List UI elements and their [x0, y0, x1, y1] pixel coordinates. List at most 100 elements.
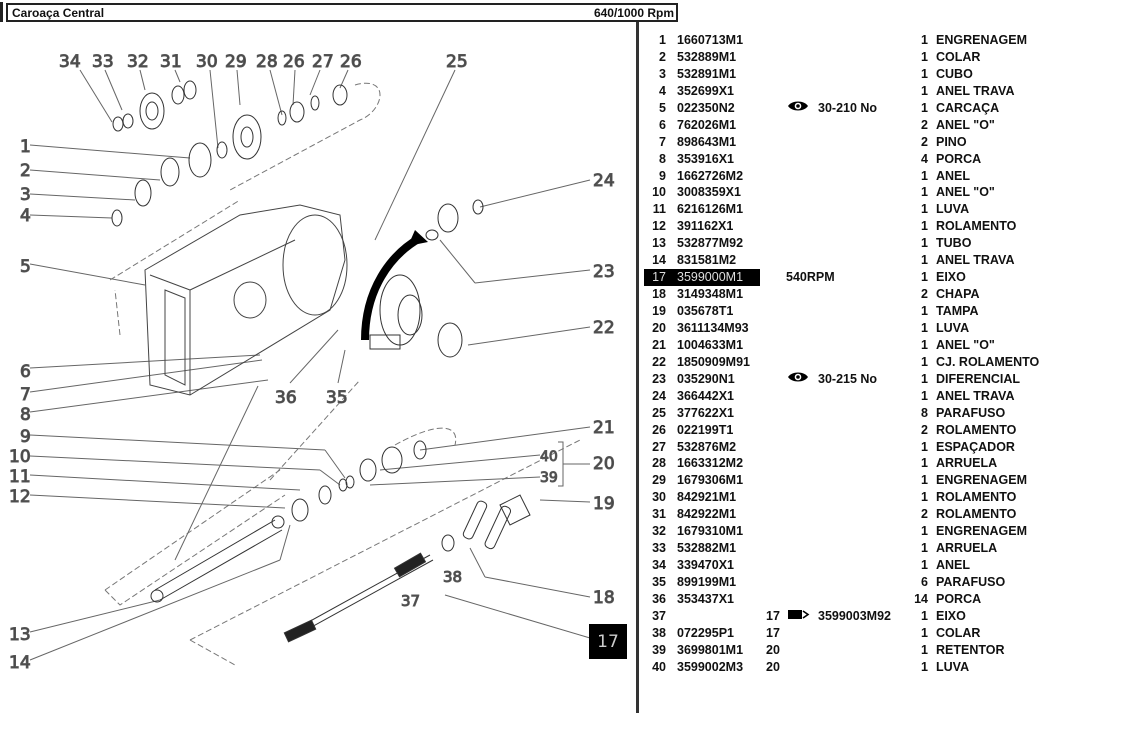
callout-4[interactable]: 4 — [20, 206, 32, 227]
callout-31[interactable]: 31 — [160, 52, 183, 73]
callout-5[interactable]: 5 — [20, 257, 32, 278]
callout-2[interactable]: 2 — [20, 161, 32, 182]
part-number[interactable]: 532876M2 — [677, 439, 737, 454]
replacement-part-number[interactable]: 3599003M92 — [818, 608, 891, 623]
part-number[interactable]: 532889M1 — [677, 49, 737, 64]
callout-28[interactable]: 28 — [256, 52, 279, 73]
part-number[interactable]: 532891M1 — [677, 66, 737, 81]
part-number[interactable]: 1662726M2 — [677, 168, 744, 183]
callout-23[interactable]: 23 — [593, 262, 616, 283]
part-number[interactable]: 339470X1 — [677, 558, 735, 573]
callout-26b[interactable]: 26 — [340, 52, 363, 73]
callout-13[interactable]: 13 — [9, 625, 32, 646]
callout-1[interactable]: 1 — [20, 137, 32, 158]
callout-7[interactable]: 7 — [20, 385, 32, 406]
callout-3[interactable]: 3 — [20, 185, 32, 206]
callout-8[interactable]: 8 — [20, 405, 32, 426]
diagram-reference[interactable]: 30-215 No — [818, 371, 878, 386]
part-number[interactable]: 391162X1 — [677, 219, 734, 234]
part-number[interactable]: 377622X1 — [677, 405, 735, 420]
callout-30[interactable]: 30 — [196, 52, 219, 73]
eye-icon[interactable] — [787, 371, 809, 388]
callout-32[interactable]: 32 — [127, 52, 150, 73]
callout-20[interactable]: 20 — [593, 454, 616, 475]
part-number[interactable]: 898643M1 — [677, 134, 737, 149]
callout-24[interactable]: 24 — [593, 171, 616, 192]
part-number[interactable]: 3699801M1 — [677, 642, 744, 657]
callout-39[interactable]: 39 — [540, 470, 559, 487]
part-number[interactable]: 842921M1 — [677, 490, 737, 505]
callout-37[interactable]: 37 — [401, 592, 421, 611]
callout-25[interactable]: 25 — [446, 52, 469, 73]
part-number[interactable]: 353437X1 — [677, 591, 735, 606]
part-number[interactable]: 022199T1 — [677, 422, 734, 437]
part-number[interactable]: 352699X1 — [677, 83, 735, 98]
part-number[interactable]: 3599000M1 — [677, 270, 744, 285]
part-number[interactable]: 6216126M1 — [677, 202, 744, 217]
part-number[interactable]: 1850909M91 — [677, 354, 750, 369]
callout-40[interactable]: 40 — [540, 449, 559, 466]
part-number[interactable]: 072295P1 — [677, 625, 735, 640]
callout-35[interactable]: 35 — [326, 388, 349, 409]
callout-6[interactable]: 6 — [20, 362, 32, 383]
part-number[interactable]: 899199M1 — [677, 575, 737, 589]
part-number[interactable]: 1679310M1 — [677, 524, 744, 539]
part-number[interactable]: 366442X1 — [677, 388, 735, 403]
callout-19[interactable]: 19 — [593, 494, 616, 515]
callout-10[interactable]: 10 — [9, 447, 32, 468]
callout-33[interactable]: 33 — [92, 52, 115, 73]
part-number[interactable]: 3149348M1 — [677, 287, 744, 302]
part-number[interactable]: 532877M92 — [677, 236, 744, 251]
callout-38[interactable]: 38 — [443, 568, 463, 587]
callout-12[interactable]: 12 — [9, 487, 32, 508]
part-number[interactable]: 1660713M1 — [677, 33, 744, 47]
callout-18[interactable]: 18 — [593, 588, 616, 609]
callout-26a[interactable]: 26 — [283, 52, 306, 73]
callout-9[interactable]: 9 — [20, 427, 32, 448]
part-number[interactable]: 3599002M3 — [677, 659, 744, 674]
callout-22[interactable]: 22 — [593, 318, 616, 339]
part-number[interactable]: 762026M1 — [677, 117, 737, 132]
callout-21[interactable]: 21 — [593, 418, 616, 439]
callout-34[interactable]: 34 — [59, 52, 82, 73]
callout-17-selected[interactable]: 17 — [589, 624, 627, 659]
part-number[interactable]: 532882M1 — [677, 541, 737, 556]
callout-14[interactable]: 14 — [9, 653, 32, 674]
part-number[interactable]: 1663312M2 — [677, 456, 744, 471]
